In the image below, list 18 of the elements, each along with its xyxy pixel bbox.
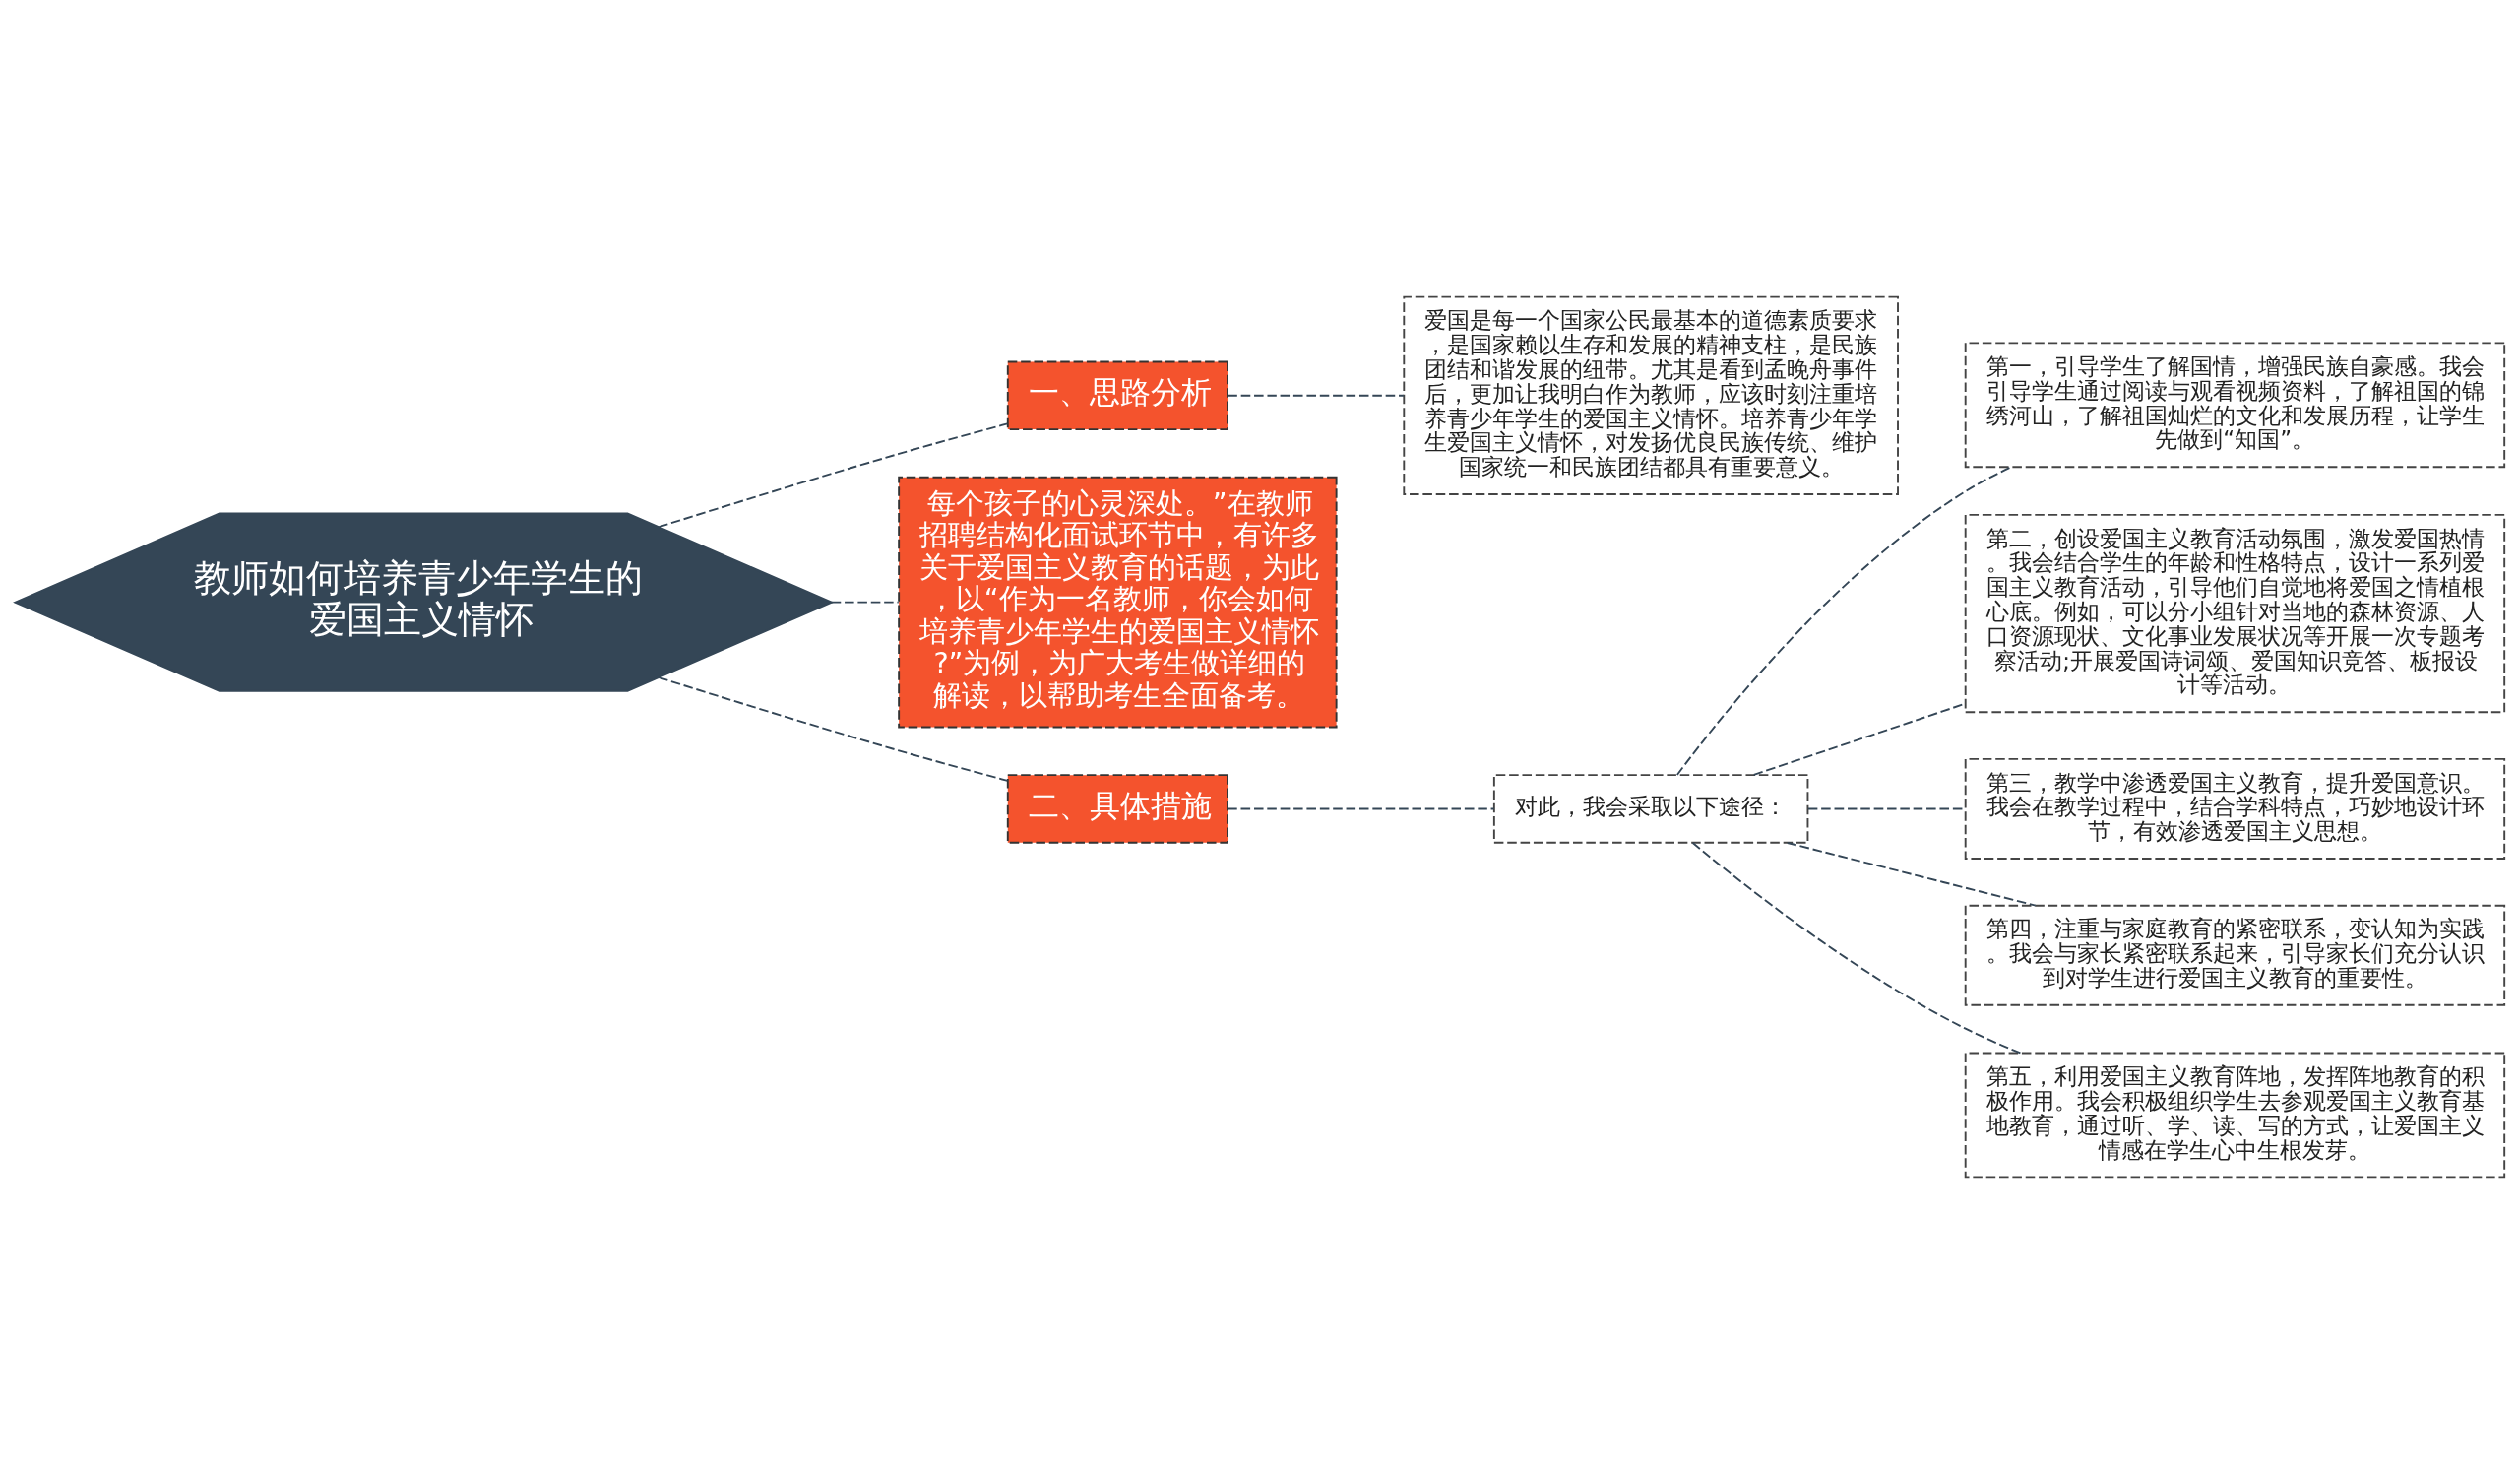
- connector: [1675, 466, 2012, 776]
- node-box: 对此，我会采取以下途径：: [1492, 774, 1809, 844]
- connector: [1691, 842, 2022, 1055]
- node-box: 每个孩子的心灵深处。”在教师招聘结构化面试环节中，有许多关于爱国主义教育的话题，为此，以“作为一名教师，你会如何培养青少年学生的爱国主义情怀?”为例，为广大考生做详细的解读，以帮助考生全面备考。: [898, 476, 1338, 729]
- node-box: 二、具体措施: [1006, 774, 1228, 844]
- node-box: 第一，引导学生了解国情，增强民族自豪感。我会引导学生通过阅读与观看视频资料，了解祖国的锦绣河山，了解祖国灿烂的文化和发展历程，让学生先做到“知国”。: [1964, 342, 2506, 469]
- connector: [1227, 394, 1405, 397]
- connector: [830, 601, 900, 604]
- connector: [1786, 842, 2037, 907]
- node-box: 一、思路分析: [1006, 360, 1228, 431]
- connector: [658, 676, 1009, 782]
- node-box: 第二，创设爱国主义教育活动氛围，激发爱国热情。我会结合学生的年龄和性格特点，设计一系列爱国主义教育活动，引导他们自觉地将爱国之情植根心底。例如，可以分小组针对当地的森林资源、人口资源现状、文化事业发展状况等开展一次专题考察活动;开展爱国诗词颂、爱国知识竞答、板报设计等活动。: [1964, 513, 2506, 714]
- node-box: 第五，利用爱国主义教育阵地，发挥阵地教育的积极作用。我会积极组织学生去参观爱国主义教育基地教育，通过听、学、读、写的方式，让爱国主义情感在学生心中生根发芽。: [1964, 1052, 2506, 1179]
- node-box: 爱国是每一个国家公民最基本的道德素质要求，是国家赖以生存和发展的精神支柱，是民族团结和谐发展的纽带。尤其是看到孟晚舟事件后，更加让我明白作为教师，应该时刻注重培养青少年学生的爱国主义情怀。培养青少年学生爱国主义情怀，对发扬优良民族传统、维护国家统一和民族团结都具有重要意义。: [1403, 295, 1899, 495]
- node-box: 第四，注重与家庭教育的紧密联系，变认知为实践。我会与家长紧密联系起来，引导家长们充分认识到对学生进行爱国主义教育的重要性。: [1964, 904, 2506, 1006]
- connector: [1227, 807, 1495, 810]
- node-box: 第三，教学中渗透爱国主义教育，提升爱国意识。我会在教学过程中，结合学科特点，巧妙地设计环节，有效渗透爱国主义思想。: [1964, 757, 2506, 860]
- connector: [658, 422, 1009, 529]
